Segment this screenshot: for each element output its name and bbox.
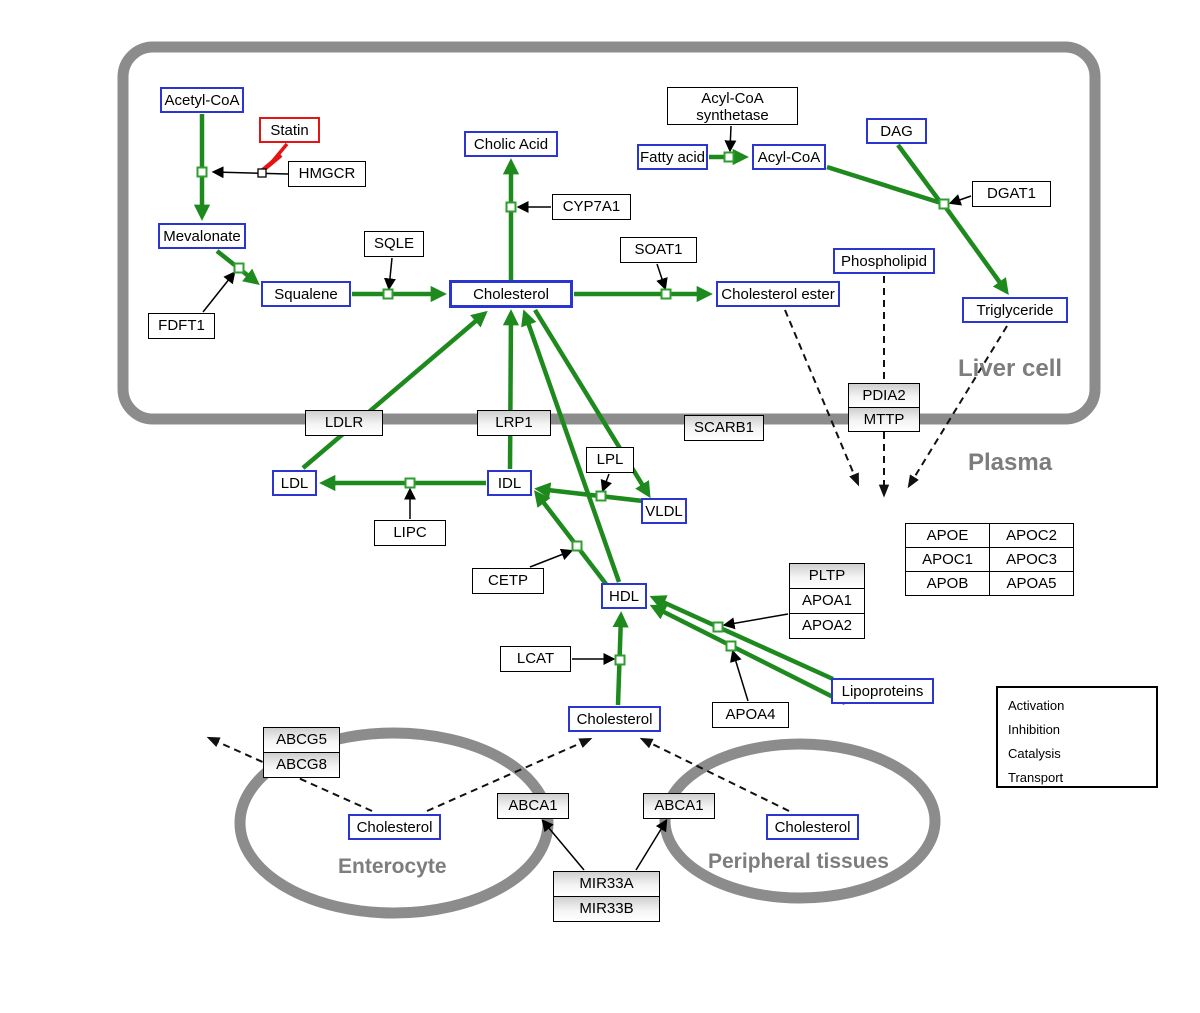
edge-dgat1-junction-to-triglyceride xyxy=(942,203,1009,295)
reaction-anchors xyxy=(196,151,950,666)
edge-vldl-to-idl xyxy=(534,482,644,504)
apolipoprotein-table: APOE APOC2 APOC1 APOC3 APOB APOA5 xyxy=(905,523,1074,596)
edge-hdl-to-cholesterol xyxy=(521,309,622,583)
inhibition-statin-tbar xyxy=(261,153,283,172)
node-ldlr[interactable]: LDLR xyxy=(305,410,383,436)
node-lipoproteins[interactable]: Lipoproteins xyxy=(831,678,934,704)
legend-activation-label: Activation xyxy=(1008,698,1065,713)
catalysis-apoa4 xyxy=(730,649,749,702)
node-dgat1[interactable]: DGAT1 xyxy=(972,181,1051,207)
node-abca1-enterocyte[interactable]: ABCA1 xyxy=(497,793,569,819)
catalysis-soat1 xyxy=(656,263,668,291)
node-abcg8[interactable]: ABCG8 xyxy=(263,752,340,778)
apo-table-cell[interactable]: APOB xyxy=(905,571,990,596)
node-mttp[interactable]: MTTP xyxy=(848,407,920,432)
edge-lipoproteins-to-hdl-upper xyxy=(649,595,834,682)
node-lipc[interactable]: LIPC xyxy=(374,520,446,546)
node-idl[interactable]: IDL xyxy=(487,470,532,496)
node-acyl-coa[interactable]: Acyl-CoA xyxy=(752,144,826,170)
catalysis-pltp-apoa1-apoa2 xyxy=(722,613,789,630)
apo-table-cell[interactable]: APOC1 xyxy=(905,547,990,572)
node-cholesterol-peripheral[interactable]: Cholesterol xyxy=(766,814,859,840)
node-triglyceride[interactable]: Triglyceride xyxy=(962,297,1068,323)
catalysis-lpl xyxy=(600,473,612,493)
node-hmgcr[interactable]: HMGCR xyxy=(288,161,366,187)
legend-catalysis-label: Catalysis xyxy=(1008,746,1061,761)
plasma-label: Plasma xyxy=(968,449,1053,476)
transport-peripheral-cholesterol-to-plasma xyxy=(639,737,790,812)
node-cyp7a1[interactable]: CYP7A1 xyxy=(552,194,631,220)
node-sqle[interactable]: SQLE xyxy=(364,231,424,257)
legend-transport-label: Transport xyxy=(1008,770,1064,785)
transport-cholesterolester-to-plasma xyxy=(784,309,860,487)
node-mevalonate[interactable]: Mevalonate xyxy=(158,223,246,249)
enterocyte-label: Enterocyte xyxy=(338,855,447,878)
node-lrp1[interactable]: LRP1 xyxy=(477,410,551,436)
node-pdia2[interactable]: PDIA2 xyxy=(848,383,920,408)
peripheral-tissues-label: Peripheral tissues xyxy=(708,850,889,873)
catalysis-fdft1 xyxy=(202,271,236,313)
node-cholesterol-enterocyte[interactable]: Cholesterol xyxy=(348,814,441,840)
liver-cell-membrane xyxy=(117,41,1101,425)
edge-ldl-to-cholesterol-via-ldlr xyxy=(301,310,488,470)
node-phospholipid[interactable]: Phospholipid xyxy=(833,248,935,274)
node-dag[interactable]: DAG xyxy=(866,118,927,144)
edge-dag-to-dgat1-junction xyxy=(896,143,943,205)
node-statin[interactable]: Statin xyxy=(259,117,320,143)
node-cholesterol-plasma[interactable]: Cholesterol xyxy=(568,706,661,732)
node-fdft1[interactable]: FDFT1 xyxy=(148,313,215,339)
edge-idl-to-cholesterol-via-lrp1 xyxy=(502,309,520,470)
node-apoa4[interactable]: APOA4 xyxy=(712,702,789,728)
regulation-mir33-abca1-enterocyte xyxy=(541,819,585,871)
catalysis-cetp xyxy=(529,548,574,568)
catalysis-hmgcr xyxy=(211,166,289,179)
node-fatty-acid[interactable]: Fatty acid xyxy=(637,144,708,170)
node-apoa2[interactable]: APOA2 xyxy=(789,613,865,639)
edge-acylcoa-to-dgat1-junction xyxy=(826,164,942,206)
node-mir33b[interactable]: MIR33B xyxy=(553,896,660,922)
node-abcg5[interactable]: ABCG5 xyxy=(263,727,340,753)
catalysis-acylcoa-synthetase xyxy=(724,125,737,153)
node-abca1-peripheral[interactable]: ABCA1 xyxy=(643,793,715,819)
legend-inhibition-label: Inhibition xyxy=(1008,722,1061,737)
transport-enterocyte-cholesterol-to-plasma xyxy=(426,737,593,812)
liver-cell-label: Liver cell xyxy=(958,355,1063,382)
edge-hdl-to-idl-via-cetp xyxy=(534,490,608,586)
node-cholic-acid[interactable]: Cholic Acid xyxy=(464,131,558,157)
node-acetyl-coa[interactable]: Acetyl-CoA xyxy=(160,87,244,113)
apo-table-cell[interactable]: APOE xyxy=(905,523,990,548)
edge-lipoproteins-to-hdl-lower xyxy=(649,604,847,706)
node-vldl[interactable]: VLDL xyxy=(641,498,687,524)
node-scarb1[interactable]: SCARB1 xyxy=(684,415,764,441)
node-lcat[interactable]: LCAT xyxy=(500,646,571,672)
node-ldl[interactable]: LDL xyxy=(272,470,317,496)
node-soat1[interactable]: SOAT1 xyxy=(620,237,697,263)
node-mir33a[interactable]: MIR33A xyxy=(553,871,660,897)
apo-table-cell[interactable]: APOA5 xyxy=(989,571,1074,596)
catalysis-sqle xyxy=(383,257,396,291)
acyl-coa-synthetase-line2: synthetase xyxy=(696,107,769,124)
node-squalene[interactable]: Squalene xyxy=(261,281,351,307)
catalysis-dgat1 xyxy=(948,194,972,206)
node-lpl[interactable]: LPL xyxy=(586,447,634,473)
node-cholesterol-liver[interactable]: Cholesterol xyxy=(449,280,573,308)
node-cholesterol-ester[interactable]: Cholesterol ester xyxy=(716,281,840,307)
node-acyl-coa-synthetase[interactable]: Acyl-CoA synthetase xyxy=(667,87,798,125)
acyl-coa-synthetase-line1: Acyl-CoA xyxy=(701,90,764,107)
node-hdl[interactable]: HDL xyxy=(601,583,647,609)
node-cetp[interactable]: CETP xyxy=(472,568,544,594)
apo-table-cell[interactable]: APOC3 xyxy=(989,547,1074,572)
apo-table-cell[interactable]: APOC2 xyxy=(989,523,1074,548)
regulation-mir33-abca1-peripheral xyxy=(635,818,668,871)
node-pltp[interactable]: PLTP xyxy=(789,563,865,589)
node-apoa1[interactable]: APOA1 xyxy=(789,588,865,614)
legend-box xyxy=(996,686,1158,788)
transport-triglyceride-to-plasma xyxy=(907,325,1008,489)
